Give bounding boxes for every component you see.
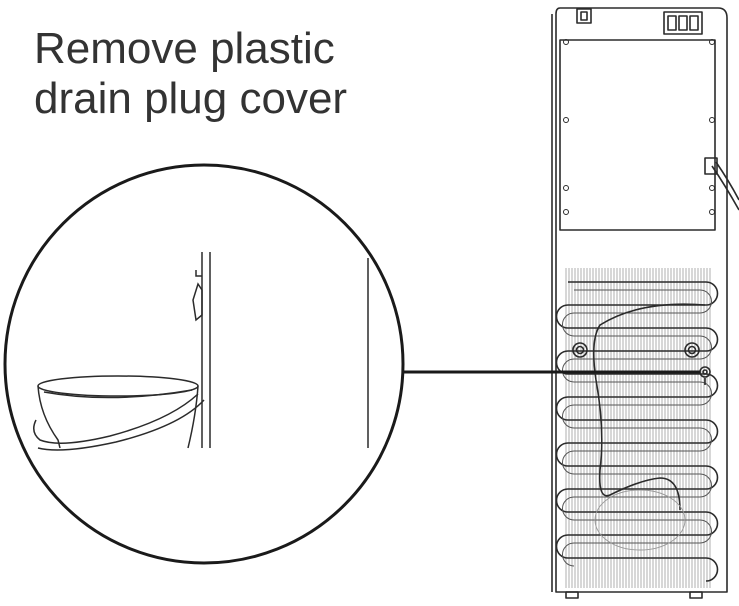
power-cord — [704, 157, 739, 211]
power-switch-icon — [576, 8, 592, 24]
magnified-detail — [3, 163, 405, 565]
instruction-line-2: drain plug cover — [34, 74, 348, 123]
condenser-coil — [555, 281, 719, 582]
switch-box-icon — [663, 11, 703, 35]
water-cooler-rear-view — [551, 7, 739, 599]
panel-screws — [563, 39, 715, 215]
plastic-drain-cover — [33, 375, 205, 451]
magnifier-circle-icon — [3, 163, 405, 565]
drain-bracket — [192, 270, 203, 322]
condenser-coil-inner — [562, 289, 712, 567]
instruction-title: Remove plastic drain plug cover — [34, 24, 347, 124]
internal-tubing — [592, 303, 706, 511]
coil-fittings — [572, 342, 700, 358]
cabinet-outline — [555, 7, 728, 593]
compressor-icon — [594, 489, 686, 551]
instruction-line-1: Remove plastic — [34, 24, 335, 73]
cabinet-feet — [565, 591, 703, 599]
back-panel — [559, 39, 716, 231]
